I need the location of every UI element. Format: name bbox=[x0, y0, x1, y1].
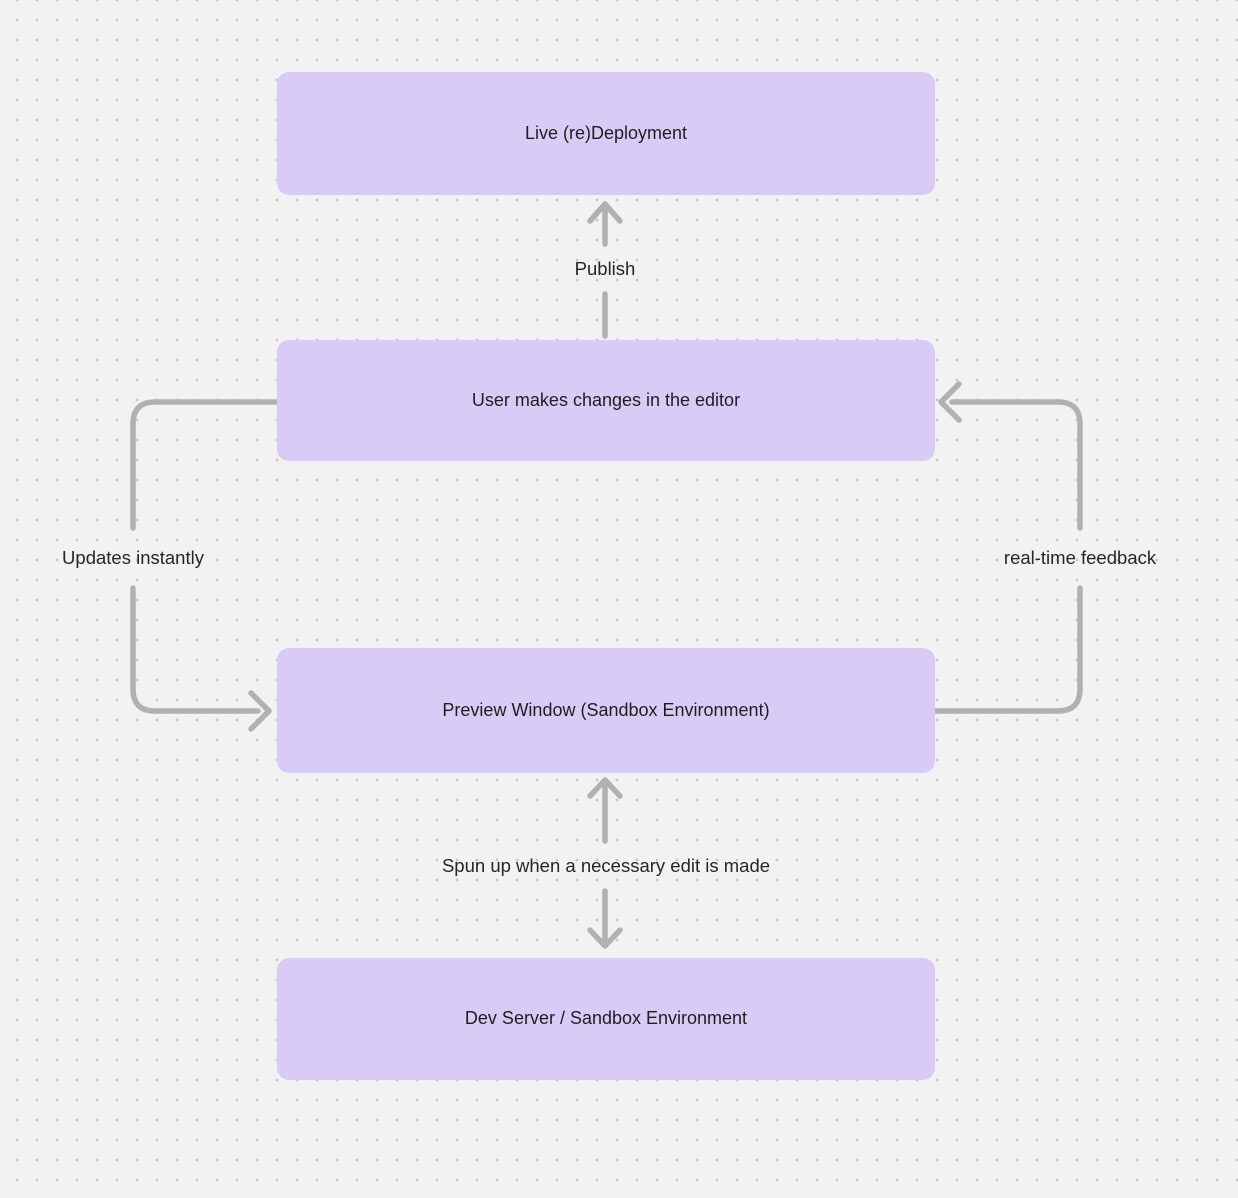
node-user-edits[interactable]: User makes changes in the editor bbox=[277, 340, 935, 461]
arrow-up-head bbox=[587, 777, 623, 799]
arrow-down-head bbox=[587, 927, 623, 949]
edge-label-publish: Publish bbox=[574, 258, 636, 279]
edge-label-spun-up: Spun up when a necessary edit is made bbox=[441, 855, 771, 876]
arrow-up-head bbox=[587, 201, 623, 224]
node-preview-window[interactable]: Preview Window (Sandbox Environment) bbox=[277, 648, 935, 773]
arrow-right-head bbox=[248, 690, 272, 732]
node-live-redeployment[interactable]: Live (re)Deployment bbox=[277, 72, 935, 195]
edge-label-real-time-feedback: real-time feedback bbox=[1003, 547, 1157, 568]
edge-label-updates-instantly: Updates instantly bbox=[62, 547, 204, 568]
arrow-left-head bbox=[938, 381, 962, 423]
node-dev-server[interactable]: Dev Server / Sandbox Environment bbox=[277, 958, 935, 1080]
